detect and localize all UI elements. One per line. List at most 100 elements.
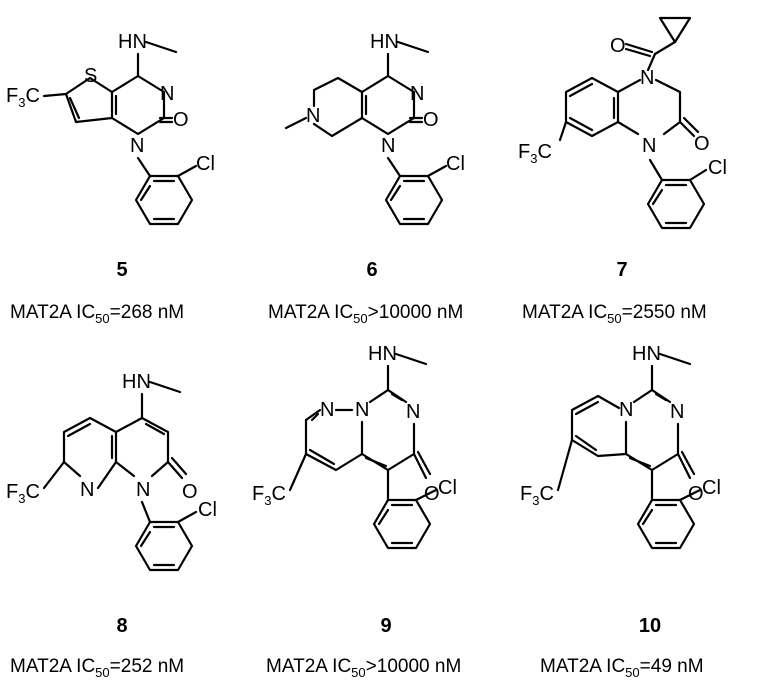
atom-o-7a: O bbox=[610, 35, 626, 57]
structure-8: HN N O N F3C Cl bbox=[6, 371, 217, 572]
structure-6: HN N N O N Cl bbox=[284, 31, 465, 226]
bond bbox=[636, 498, 696, 550]
atom-n-10a: N bbox=[619, 399, 633, 421]
bond bbox=[176, 510, 198, 524]
bond bbox=[574, 400, 600, 452]
bond bbox=[360, 74, 416, 136]
atom-cf3-7: F3C bbox=[518, 141, 552, 166]
atom-o-9: O bbox=[424, 483, 440, 505]
bond bbox=[62, 416, 118, 478]
bond bbox=[624, 42, 654, 58]
bond bbox=[651, 183, 688, 225]
bond bbox=[658, 352, 692, 366]
atom-cl-9: Cl bbox=[438, 477, 457, 499]
atom-o-8: O bbox=[182, 481, 198, 503]
bond bbox=[288, 452, 308, 492]
activity-caption-8: MAT2A IC50=252 nM bbox=[10, 656, 184, 680]
bond bbox=[96, 460, 118, 490]
bond bbox=[653, 40, 677, 56]
bond bbox=[148, 380, 182, 394]
atom-cf3-9: F3C bbox=[252, 483, 286, 508]
bond bbox=[308, 412, 336, 466]
bond bbox=[312, 76, 364, 108]
bond bbox=[676, 450, 696, 480]
structure-9: HN N N O N F3C Cl bbox=[252, 343, 457, 550]
bond bbox=[364, 456, 388, 468]
atom-n-5b: N bbox=[130, 135, 144, 157]
bond bbox=[368, 388, 390, 404]
bond bbox=[641, 503, 678, 545]
atom-hn-6: HN bbox=[370, 31, 399, 53]
bond bbox=[389, 179, 426, 221]
atom-cf3-5: F3C bbox=[6, 85, 40, 110]
activity-caption-9: MAT2A IC50>10000 nM bbox=[266, 656, 461, 680]
atom-hn-9: HN bbox=[368, 343, 397, 365]
bond bbox=[648, 158, 664, 182]
compound-number-9: 9 bbox=[380, 615, 391, 637]
bond bbox=[66, 422, 114, 460]
atom-n-7b: N bbox=[642, 135, 656, 157]
atom-n-6b: N bbox=[381, 135, 395, 157]
atom-n-9c: N bbox=[406, 401, 420, 423]
atom-cl-10: Cl bbox=[702, 477, 721, 499]
bond bbox=[646, 52, 657, 72]
atom-cf3-8: F3C bbox=[6, 481, 40, 506]
bond bbox=[556, 438, 574, 492]
bond bbox=[134, 520, 194, 572]
bond bbox=[408, 116, 424, 124]
atom-n-8a: N bbox=[80, 479, 94, 501]
bond bbox=[386, 156, 402, 178]
bond bbox=[114, 416, 144, 478]
structure-10: HN N N O F3C Cl bbox=[520, 343, 721, 550]
bond bbox=[646, 178, 706, 230]
bond bbox=[558, 120, 568, 142]
compound-number-10: 10 bbox=[639, 615, 661, 637]
bond bbox=[384, 174, 444, 226]
atom-n-9b: N bbox=[355, 399, 369, 421]
atom-hn-5: HN bbox=[118, 31, 147, 53]
bond bbox=[140, 500, 152, 524]
compound-number-8: 8 bbox=[116, 615, 127, 637]
atom-cl-8: Cl bbox=[198, 499, 217, 521]
activity-caption-6: MAT2A IC50>10000 nM bbox=[268, 302, 463, 326]
bond bbox=[42, 92, 68, 98]
bond bbox=[312, 116, 364, 138]
bond bbox=[284, 116, 308, 130]
bond bbox=[678, 116, 700, 138]
bond bbox=[678, 488, 702, 502]
bond bbox=[176, 164, 198, 178]
bond bbox=[624, 420, 680, 472]
atom-n-6a: N bbox=[410, 83, 424, 105]
atom-o-6: O bbox=[423, 109, 439, 131]
atom-cl-6: Cl bbox=[446, 153, 465, 175]
atom-hn-10: HN bbox=[632, 343, 661, 365]
bond bbox=[144, 40, 178, 54]
atom-n-6c: N bbox=[306, 105, 320, 127]
bond bbox=[654, 78, 682, 136]
bond bbox=[570, 394, 628, 458]
structure-5: HN S N O N F3C Cl bbox=[6, 31, 215, 226]
atom-cl-5: Cl bbox=[196, 153, 215, 175]
atom-hn-8: HN bbox=[122, 371, 151, 393]
atom-n-5a: N bbox=[160, 83, 174, 105]
bond bbox=[360, 420, 416, 472]
activity-caption-7: MAT2A IC50=2550 nM bbox=[522, 302, 707, 326]
atom-cl-7: Cl bbox=[708, 157, 727, 179]
atom-o-10: O bbox=[688, 483, 704, 505]
atom-n-7a: N bbox=[640, 67, 654, 89]
bond bbox=[139, 179, 176, 221]
bond bbox=[414, 488, 438, 502]
activity-caption-5: MAT2A IC50=268 nM bbox=[10, 302, 184, 326]
bond bbox=[372, 498, 432, 550]
bond bbox=[110, 74, 166, 136]
bond bbox=[144, 422, 166, 436]
bond bbox=[166, 456, 188, 480]
bond bbox=[42, 460, 66, 490]
bond bbox=[394, 352, 428, 366]
bond bbox=[134, 174, 194, 226]
bond bbox=[688, 168, 708, 182]
bond bbox=[632, 388, 654, 404]
activity-caption-10: MAT2A IC50=49 nM bbox=[540, 656, 704, 680]
atom-n-8b: N bbox=[136, 479, 150, 501]
bond bbox=[158, 116, 174, 124]
